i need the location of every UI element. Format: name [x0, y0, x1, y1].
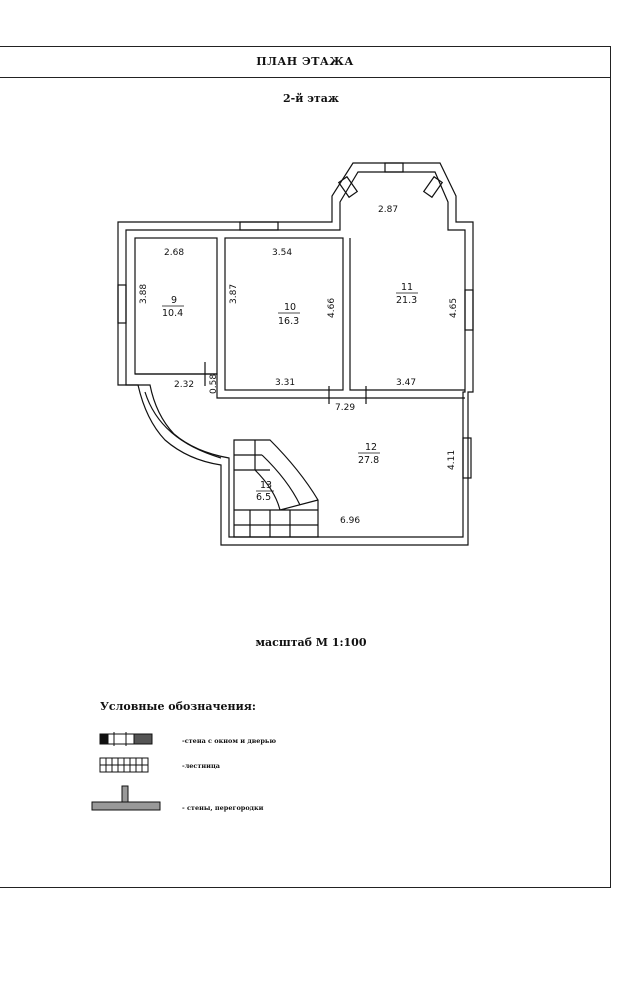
page-title: ПЛАН ЭТАЖА: [256, 55, 354, 68]
dim-0-58: 0.58: [209, 374, 219, 394]
window-bay-right: [422, 175, 444, 199]
dim-3-47: 3.47: [396, 378, 416, 388]
dim-3-54: 3.54: [272, 248, 292, 258]
dim-2-32: 2.32: [174, 380, 194, 390]
room-11-number: 11: [401, 282, 413, 293]
room-10-outline: [224, 237, 344, 391]
room-13-number: 13: [260, 480, 272, 491]
legend-symbols: [91, 732, 161, 811]
scale-label: масштаб М 1:100: [255, 636, 367, 649]
window-room12: [462, 437, 472, 479]
dim-6-96: 6.96: [340, 516, 360, 526]
drawing-frame: ПЛАН ЭТАЖА: [0, 46, 611, 888]
outer-wall: [117, 162, 474, 546]
room-12-number: 12: [365, 442, 377, 453]
dim-3-31: 3.31: [275, 378, 295, 388]
room-11-area: 21.3: [396, 295, 417, 306]
dim-3-88: 3.88: [139, 284, 149, 304]
floor-label: 2-й этаж: [283, 92, 339, 105]
window-room9: [117, 284, 127, 324]
dim-3-87: 3.87: [229, 284, 239, 304]
legend-item-stairs: -лестница: [182, 762, 220, 770]
legend-item-wall-window-door: -стена с окном и дверью: [182, 737, 276, 745]
legend-title: Условные обозначения:: [100, 700, 256, 713]
dim-4-11: 4.11: [447, 450, 457, 470]
curved-wall: [144, 391, 222, 459]
legend-item-walls: - стены, перегородки: [182, 804, 264, 812]
dim-4-65: 4.65: [449, 298, 459, 318]
window-room10: [239, 221, 279, 231]
staircase: [233, 439, 319, 538]
window-bay-left: [337, 175, 359, 199]
room-9-number: 9: [171, 295, 177, 306]
window-room11: [464, 289, 474, 331]
room-13-area: 6.5: [256, 492, 271, 503]
dim-4-66: 4.66: [327, 298, 337, 318]
room-9-area: 10.4: [162, 308, 183, 319]
dim-2-68: 2.68: [164, 248, 184, 258]
dim-2-87: 2.87: [378, 205, 398, 215]
room-10-area: 16.3: [278, 316, 299, 327]
room-11-outline: [349, 238, 465, 391]
room-12-area: 27.8: [358, 455, 379, 466]
legend-walls-symbol: [91, 801, 161, 811]
room-10-number: 10: [284, 302, 296, 313]
dim-7-29: 7.29: [335, 403, 355, 413]
floor-plan: 2.68 3.88 3.54 3.87 4.66 2.87 4.65 2.32 …: [117, 162, 474, 546]
header-bar: ПЛАН ЭТАЖА: [0, 47, 610, 78]
outer-wall-inner: [125, 171, 466, 538]
window-bay-top: [384, 162, 404, 173]
